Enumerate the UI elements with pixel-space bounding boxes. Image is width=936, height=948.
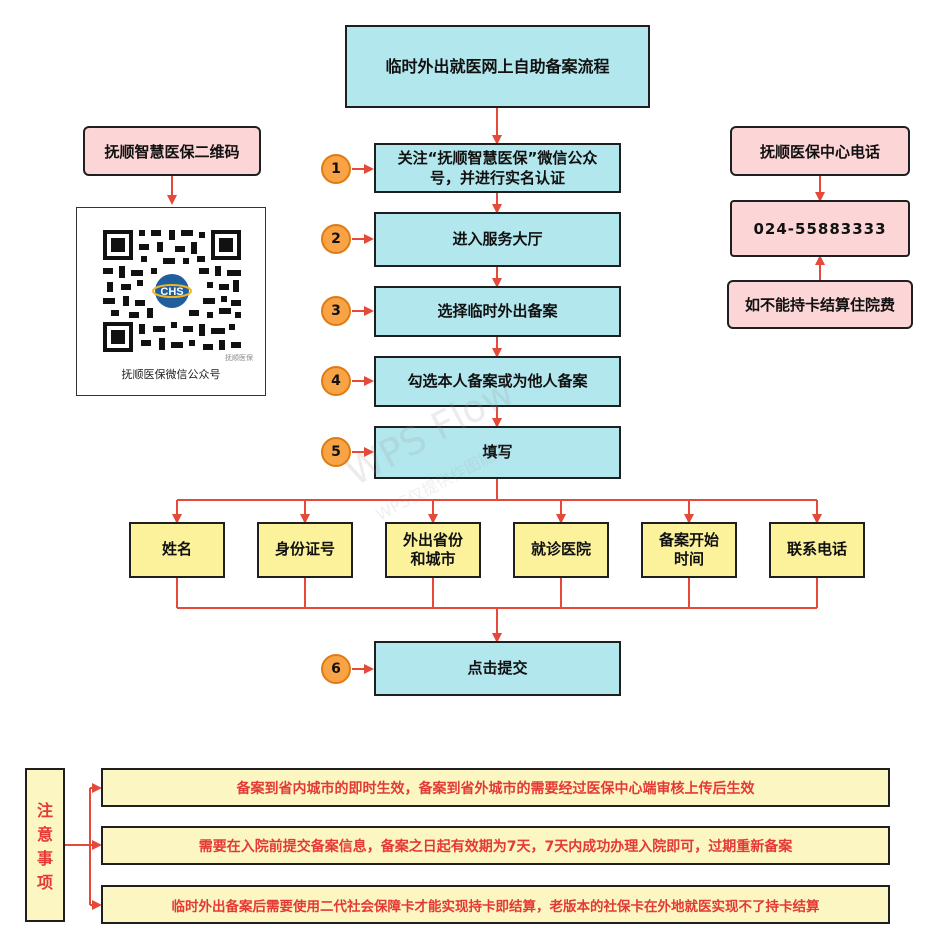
step-1-line2: 号，并进行实名认证 — [429, 169, 565, 187]
step-1-box: 关注“抚顺智慧医保”微信公众 号，并进行实名认证 — [374, 143, 621, 193]
note-item-3: 临时外出备案后需要使用二代社会保障卡才能实现持卡即结算，老版本的社保卡在外地就医… — [101, 885, 890, 924]
note-item-2: 需要在入院前提交备案信息，备案之日起有效期为7天，7天内成功办理入院即可，过期重… — [101, 826, 890, 865]
phone-number: 024-55883333 — [753, 219, 887, 238]
step-1-line1: 关注“抚顺智慧医保”微信公众 — [397, 148, 598, 167]
field-destination-line2: 和城市 — [410, 550, 456, 568]
phone-condition-box: 如不能持卡结算住院费 — [727, 280, 913, 329]
field-id-number: 身份证号 — [257, 522, 353, 578]
flow-title-text: 临时外出就医网上自助备案流程 — [385, 56, 610, 76]
step-3-label: 选择临时外出备案 — [437, 302, 558, 321]
phone-number-box: 024-55883333 — [730, 200, 910, 257]
note-item-2-text: 需要在入院前提交备案信息，备案之日起有效期为7天，7天内成功办理入院即可，过期重… — [198, 838, 793, 855]
step-number: 4 — [331, 373, 341, 389]
field-start-date-line1: 备案开始 — [658, 530, 719, 549]
field-phone: 联系电话 — [769, 522, 865, 578]
qr-corner-text: 抚顺医保 — [225, 353, 253, 362]
phone-condition: 如不能持卡结算住院费 — [744, 296, 895, 314]
field-id-number-label: 身份证号 — [274, 540, 335, 559]
field-destination: 外出省份 和城市 — [385, 522, 481, 578]
qr-heading-box: 抚顺智慧医保二维码 — [83, 126, 261, 176]
phone-heading-box: 抚顺医保中心电话 — [730, 126, 910, 176]
field-start-date: 备案开始 时间 — [641, 522, 737, 578]
step-number: 2 — [331, 231, 341, 247]
step-2-label: 进入服务大厅 — [452, 230, 543, 249]
step-6-box: 点击提交 — [374, 641, 621, 696]
field-name: 姓名 — [129, 522, 225, 578]
step-number: 5 — [331, 444, 341, 460]
note-item-1-text: 备案到省内城市的即时生效，备案到省外城市的需要经过医保中心端审核上传后生效 — [236, 780, 755, 797]
step-6-label: 点击提交 — [467, 659, 528, 678]
note-item-3-text: 临时外出备案后需要使用二代社会保障卡才能实现持卡即结算，老版本的社保卡在外地就医… — [171, 898, 820, 915]
qr-heading: 抚顺智慧医保二维码 — [104, 142, 240, 161]
step-5-label: 填写 — [482, 443, 513, 462]
step-badge-4: 4 — [321, 366, 351, 396]
notes-label-char: 注 — [36, 801, 53, 820]
field-name-label: 姓名 — [161, 540, 192, 559]
step-5-box: 填写 — [374, 426, 621, 479]
notes-label-char: 意 — [36, 825, 53, 844]
step-2-box: 进入服务大厅 — [374, 212, 621, 267]
notes-label: 注 意 事 项 — [25, 768, 65, 922]
step-badge-1: 1 — [321, 154, 351, 184]
step-number: 6 — [331, 661, 341, 677]
chs-logo-icon — [155, 274, 189, 308]
step-number: 3 — [331, 303, 341, 319]
field-hospital-label: 就诊医院 — [530, 540, 591, 559]
note-item-1: 备案到省内城市的即时生效，备案到省外城市的需要经过医保中心端审核上传后生效 — [101, 768, 890, 807]
field-start-date-line2: 时间 — [673, 550, 704, 568]
qr-code-image: CHS 抚顺医保 — [103, 230, 253, 362]
step-badge-5: 5 — [321, 437, 351, 467]
notes-label-char: 项 — [36, 873, 53, 892]
qr-logo-text: CHS — [160, 286, 183, 298]
step-3-box: 选择临时外出备案 — [374, 286, 621, 337]
field-destination-line1: 外出省份 — [402, 530, 463, 549]
qr-panel: CHS 抚顺医保 抚顺医保微信公众号 — [76, 207, 266, 396]
step-badge-6: 6 — [321, 654, 351, 684]
notes-label-char: 事 — [36, 849, 53, 868]
step-badge-2: 2 — [321, 224, 351, 254]
step-4-label: 勾选本人备案或为他人备案 — [407, 372, 588, 391]
step-number: 1 — [331, 161, 341, 177]
field-phone-label: 联系电话 — [786, 540, 847, 559]
flow-title: 临时外出就医网上自助备案流程 — [345, 25, 650, 108]
field-hospital: 就诊医院 — [513, 522, 609, 578]
step-4-box: 勾选本人备案或为他人备案 — [374, 356, 621, 407]
qr-caption: 抚顺医保微信公众号 — [121, 368, 221, 381]
step-badge-3: 3 — [321, 296, 351, 326]
phone-heading: 抚顺医保中心电话 — [759, 142, 880, 161]
